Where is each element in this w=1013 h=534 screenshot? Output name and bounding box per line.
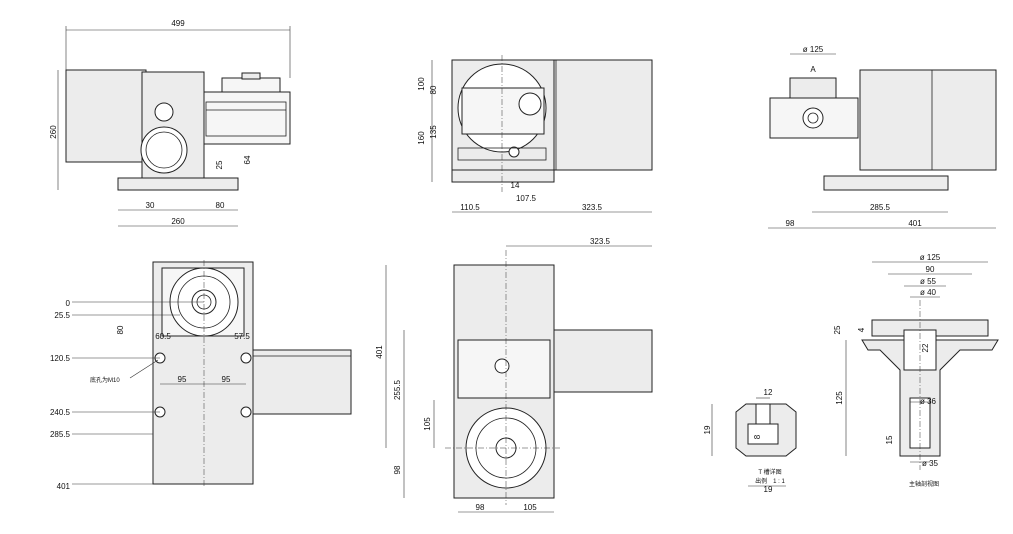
label-a: A	[810, 65, 816, 74]
dim-80-top: 80	[429, 85, 438, 94]
dim-phi35-spindle: ø 35	[922, 459, 939, 468]
dim-phi36-spindle: ø 36	[920, 397, 937, 406]
dim-60-5: 60.5	[155, 332, 171, 341]
dim-255-5: 255.5	[393, 379, 402, 400]
dim-499: 499	[171, 19, 185, 28]
side-view: ø 125 A 285.5 98 401	[768, 45, 997, 229]
note-bottom-hole: 底孔为M10	[90, 376, 120, 384]
spindle-caption: 主轴剖视图	[909, 480, 939, 488]
side-table-top	[789, 77, 837, 99]
dim-160: 160	[417, 131, 426, 145]
dim-phi55-spindle: ø 55	[920, 277, 937, 286]
dim-64: 64	[243, 155, 252, 164]
t-slot-detail: 12 19 8 T 槽详图 出例 1 : 1 19	[703, 388, 797, 494]
dim-98-horizontal: 98	[476, 503, 485, 512]
row-0: 0	[66, 299, 71, 308]
plan-motor-arm	[252, 349, 352, 415]
dim-phi125: ø 125	[803, 45, 824, 54]
dim-260-horizontal: 260	[171, 217, 185, 226]
dim-323-5-plan: 323.5	[590, 237, 611, 246]
dim-4-spindle: 4	[857, 327, 866, 332]
dim-107-5: 107.5	[516, 194, 537, 203]
motor-arm	[551, 59, 653, 171]
dim-95-b: 95	[222, 375, 231, 384]
dim-285-5: 285.5	[870, 203, 891, 212]
shaft-circle	[518, 92, 542, 116]
row-401: 401	[57, 482, 71, 491]
dim-323-5: 323.5	[582, 203, 603, 212]
dim-100: 100	[417, 77, 426, 91]
top-view: 100 80 160 135 14 110.5 107.5 323.5	[417, 55, 653, 213]
gear-shaft-circle	[154, 102, 174, 122]
dim-phi125-spindle: ø 125	[920, 253, 941, 262]
motor-housing	[65, 69, 147, 163]
base-plate	[117, 177, 239, 191]
rotary-table-top	[221, 77, 281, 93]
side-base	[823, 175, 949, 191]
dim-25: 25	[215, 160, 224, 169]
spindle-section: ø 125 90 ø 55 ø 40 4 25 22 125 ø 36 15 ø…	[833, 253, 999, 488]
dim-401: 401	[908, 219, 922, 228]
dim-15-spindle: 15	[885, 435, 894, 444]
dim-22-spindle: 22	[921, 343, 930, 352]
plan-view-left: 0 25.5 120.5 240.5 285.5 401 80 60.5 57.…	[50, 260, 352, 491]
dim-19-tslot-horizontal: 19	[764, 485, 773, 494]
front-view: 499 260 25 64 30 80 260	[49, 19, 291, 227]
dim-135: 135	[429, 125, 438, 139]
row-25-5: 25.5	[54, 311, 70, 320]
dim-110-5: 110.5	[460, 203, 480, 212]
rotary-table-body	[203, 91, 291, 145]
center-shaft	[494, 358, 510, 374]
dim-30: 30	[146, 201, 155, 210]
dim-125-spindle: 125	[835, 391, 844, 405]
mount-hole-4	[240, 406, 252, 418]
lock-screw	[508, 146, 520, 158]
dim-95-a: 95	[178, 375, 187, 384]
side-motor	[859, 69, 997, 171]
dim-401-plan: 401	[375, 345, 384, 359]
dim-105-vertical: 105	[423, 417, 432, 431]
t-slot-neck	[755, 403, 771, 425]
dim-98: 98	[786, 219, 795, 228]
row-240-5: 240.5	[50, 408, 71, 417]
motor-flange-circle	[140, 126, 188, 174]
dim-90-spindle: 90	[926, 265, 935, 274]
dim-phi40-spindle: ø 40	[920, 288, 937, 297]
t-slot-scale: 出例 1 : 1	[755, 477, 785, 485]
t-slot-caption: T 槽详图	[758, 468, 781, 476]
dim-8-tslot: 8	[753, 434, 762, 439]
top-base	[451, 169, 555, 183]
dim-98-vertical: 98	[393, 465, 402, 474]
dim-80: 80	[216, 201, 225, 210]
mount-hole-2	[240, 352, 252, 364]
row-285-5: 285.5	[50, 430, 71, 439]
dim-260-vertical: 260	[49, 125, 58, 139]
table-boss	[241, 72, 261, 80]
center-motor-arm	[553, 329, 653, 393]
side-shaft-circle	[802, 107, 824, 129]
plan-view-center: 323.5 401 255.5 105 98 98 105	[375, 237, 653, 513]
dim-105-horizontal: 105	[523, 503, 537, 512]
t-slot-cavity	[747, 423, 779, 445]
dim-25-spindle: 25	[833, 325, 842, 334]
dim-12-tslot: 12	[764, 388, 773, 397]
dim-14: 14	[511, 181, 520, 190]
dim-19-tslot-vertical: 19	[703, 425, 712, 434]
dim-57-5: 57.5	[234, 332, 250, 341]
row-120-5: 120.5	[50, 354, 71, 363]
dim-80-plan: 80	[116, 325, 125, 334]
